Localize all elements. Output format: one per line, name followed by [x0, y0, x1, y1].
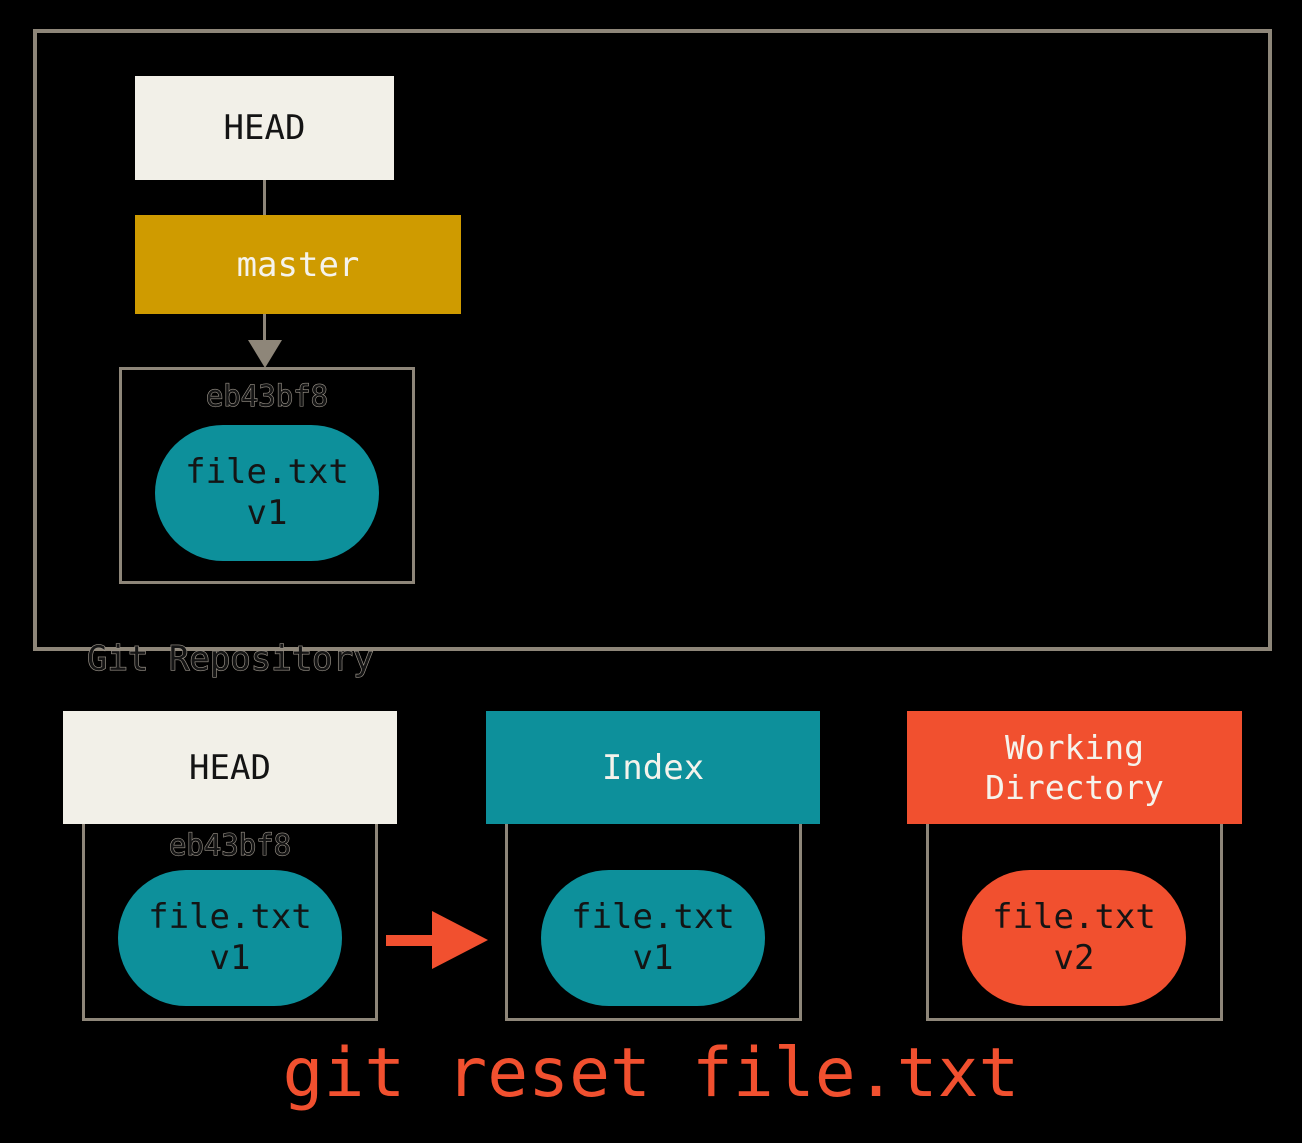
index-file-version: v1	[632, 938, 674, 978]
index-file-blob: file.txt v1	[541, 870, 765, 1006]
working-file-blob: file.txt v2	[962, 870, 1186, 1006]
commit-hash-label: eb43bf8	[205, 378, 329, 413]
down-arrowhead-icon	[248, 340, 282, 368]
git-repository-panel: HEAD master eb43bf8 file.txt v1 Git Repo…	[33, 29, 1272, 680]
reset-arrow-head	[432, 911, 488, 969]
head-file-blob: file.txt v1	[118, 870, 342, 1006]
index-file-name: file.txt	[571, 897, 735, 937]
head-file-version: v1	[209, 938, 251, 978]
index-column-header: Index	[486, 711, 820, 824]
head-to-master-connector	[263, 180, 266, 215]
working-directory-title: Working Directory	[985, 727, 1164, 807]
working-file-name: file.txt	[992, 897, 1156, 937]
head-commit-hash-label: eb43bf8	[168, 827, 292, 862]
head-ref-label: HEAD	[223, 108, 306, 148]
reset-arrow-shaft	[386, 935, 436, 946]
head-ref-box: HEAD	[135, 76, 394, 180]
master-to-commit-connector	[263, 314, 266, 341]
head-file-name: file.txt	[148, 897, 312, 937]
working-file-version: v2	[1053, 938, 1095, 978]
head-column-title: HEAD	[189, 747, 271, 788]
master-branch-label: master	[236, 244, 360, 285]
reset-arrow-icon	[386, 911, 488, 969]
index-column-title: Index	[601, 747, 705, 788]
working-directory-box: file.txt v2	[926, 818, 1223, 1021]
working-directory-header: Working Directory	[907, 711, 1242, 824]
master-branch-box: master	[135, 215, 461, 314]
index-column-box: file.txt v1	[505, 818, 802, 1021]
commit-file-name: file.txt	[185, 452, 349, 492]
commit-file-blob: file.txt v1	[155, 425, 379, 561]
head-column-header: HEAD	[63, 711, 397, 824]
commit-file-version: v1	[246, 493, 288, 533]
head-column-box: eb43bf8 file.txt v1	[82, 818, 378, 1021]
git-repository-label: Git Repository	[86, 638, 374, 679]
command-caption: git reset file.txt	[282, 1034, 1020, 1113]
commit-box: eb43bf8 file.txt v1	[119, 367, 415, 584]
